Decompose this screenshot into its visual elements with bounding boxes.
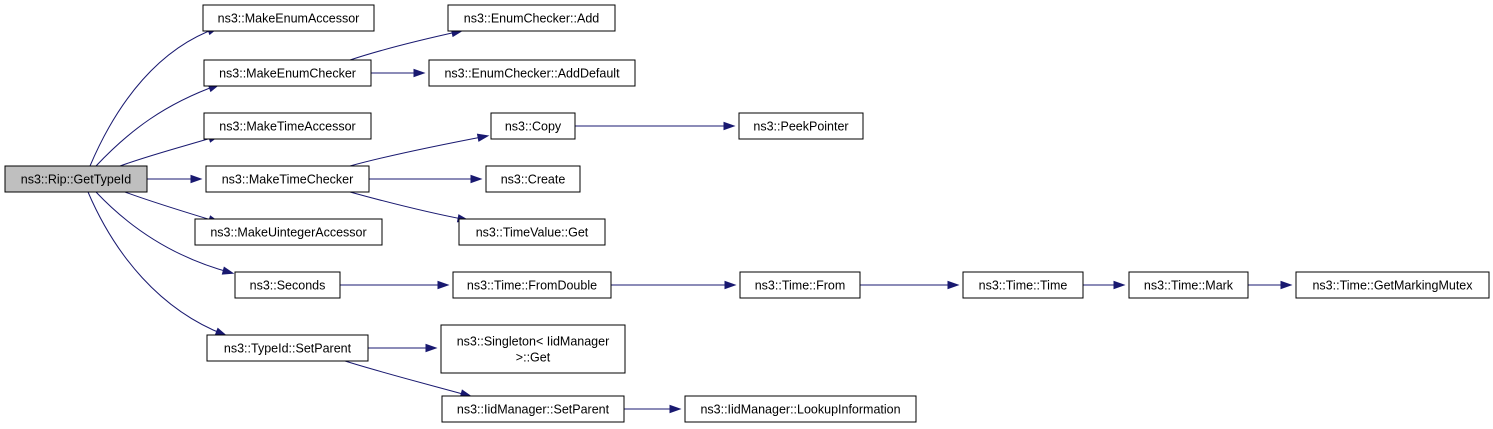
node-timeValGet[interactable]: ns3::TimeValue::Get [458, 218, 606, 246]
edge-fromDouble-to-timeFrom-arrowhead [724, 280, 737, 290]
edge-root-to-mkEnumChk [95, 84, 219, 167]
edge-timeTime-to-timeMark-arrowhead [1113, 280, 1126, 290]
node-box [738, 112, 864, 140]
node-iidSetParent[interactable]: ns3::IidManager::SetParent [441, 395, 625, 423]
edge-mkEnumChk-to-enumAddDef-arrowhead [413, 68, 426, 78]
node-label: ns3::Time::Time [979, 279, 1068, 293]
node-label: ns3::MakeTimeAccessor [219, 120, 355, 134]
node-mkEnumAcc[interactable]: ns3::MakeEnumAccessor [202, 4, 375, 32]
edge-mkTimeChk-to-copy-arrowhead [476, 133, 490, 142]
node-label: ns3::Copy [505, 120, 562, 134]
node-box [490, 112, 576, 140]
node-box [684, 395, 917, 423]
node-label: ns3::IidManager::SetParent [457, 403, 610, 417]
node-label: >::Get [516, 351, 551, 365]
edge-root-to-seconds-arrowhead [221, 266, 235, 275]
node-box [458, 218, 606, 246]
edge-iidSetParent-to-iidLookup-arrowhead [669, 404, 682, 414]
node-peek[interactable]: ns3::PeekPointer [738, 112, 864, 140]
node-box [440, 324, 626, 374]
node-iidLookup[interactable]: ns3::IidManager::LookupInformation [684, 395, 917, 423]
node-label: ns3::MakeEnumAccessor [218, 12, 360, 26]
edge-seconds-to-fromDouble-arrowhead [437, 280, 450, 290]
edge-root-to-mkTimeAcc [119, 135, 219, 167]
node-timeMark[interactable]: ns3::Time::Mark [1128, 271, 1249, 299]
node-label: ns3::EnumChecker::Add [464, 12, 600, 26]
node-enumAdd[interactable]: ns3::EnumChecker::Add [447, 4, 616, 32]
node-box [203, 59, 372, 87]
edge-root-to-seconds [95, 191, 233, 274]
node-box [206, 334, 369, 362]
node-timeTime[interactable]: ns3::Time::Time [962, 271, 1084, 299]
node-label: ns3::TimeValue::Get [476, 226, 589, 240]
node-box [1295, 271, 1490, 299]
node-box [447, 4, 616, 32]
node-box [739, 271, 861, 299]
node-box [202, 4, 375, 32]
node-label: ns3::MakeEnumChecker [219, 67, 356, 81]
node-label: ns3::MakeTimeChecker [222, 173, 354, 187]
node-root[interactable]: ns3::Rip::GetTypeId [4, 165, 148, 193]
node-label: ns3::Singleton< IidManager [457, 335, 610, 349]
node-label: ns3::Time::FromDouble [467, 279, 597, 293]
call-nodes: ns3::Rip::GetTypeId ns3::MakeEnumAccessor… [4, 4, 1490, 423]
edge-mkTimeChk-to-create-arrowhead [470, 174, 483, 184]
node-label: ns3::Create [501, 173, 566, 187]
edge-mkEnumChk-to-enumAdd [349, 30, 462, 61]
node-enumAddDef[interactable]: ns3::EnumChecker::AddDefault [428, 59, 636, 87]
node-mkUintAcc[interactable]: ns3::MakeUintegerAccessor [194, 218, 383, 246]
node-fromDouble[interactable]: ns3::Time::FromDouble [452, 271, 612, 299]
node-label: ns3::Time::Mark [1144, 279, 1234, 293]
node-box [203, 112, 372, 140]
node-label: ns3::PeekPointer [753, 120, 848, 134]
edge-mkTimeChk-to-timeValGet [349, 191, 468, 221]
node-mkTimeAcc[interactable]: ns3::MakeTimeAccessor [203, 112, 372, 140]
node-box [962, 271, 1084, 299]
node-markMutex[interactable]: ns3::Time::GetMarkingMutex [1295, 271, 1490, 299]
node-label: ns3::IidManager::LookupInformation [700, 403, 900, 417]
node-box [428, 59, 636, 87]
node-box [205, 165, 370, 193]
node-mkEnumChk[interactable]: ns3::MakeEnumChecker [203, 59, 372, 87]
node-label: ns3::EnumChecker::AddDefault [444, 67, 620, 81]
edge-setParent-to-singletonGet-arrowhead [425, 343, 438, 353]
node-box [1128, 271, 1249, 299]
edge-root-to-setParent-arrowhead [214, 327, 228, 336]
node-label: ns3::Seconds [250, 279, 326, 293]
node-timeFrom[interactable]: ns3::Time::From [739, 271, 861, 299]
node-seconds[interactable]: ns3::Seconds [234, 271, 341, 299]
edge-copy-to-peek-arrowhead [723, 121, 736, 131]
node-label: ns3::Time::GetMarkingMutex [1312, 279, 1473, 293]
node-label: ns3::TypeId::SetParent [224, 342, 352, 356]
node-box [234, 271, 341, 299]
node-copy[interactable]: ns3::Copy [490, 112, 576, 140]
node-box [194, 218, 383, 246]
node-singletonGet[interactable]: ns3::Singleton< IidManager>::Get [440, 324, 626, 374]
edge-timeMark-to-markMutex-arrowhead [1280, 280, 1293, 290]
node-mkTimeChk[interactable]: ns3::MakeTimeChecker [205, 165, 370, 193]
node-box [441, 395, 625, 423]
node-box [4, 165, 148, 193]
node-create[interactable]: ns3::Create [485, 165, 581, 193]
edge-root-to-setParent [87, 191, 226, 336]
node-box [485, 165, 581, 193]
node-label: ns3::Rip::GetTypeId [21, 173, 132, 187]
node-setParent[interactable]: ns3::TypeId::SetParent [206, 334, 369, 362]
edge-root-to-mkTimeChk-arrowhead [190, 174, 203, 184]
edge-timeFrom-to-timeTime-arrowhead [947, 280, 960, 290]
node-label: ns3::MakeUintegerAccessor [210, 226, 366, 240]
edge-mkTimeChk-to-copy [349, 135, 488, 167]
edge-setParent-to-iidSetParent [344, 360, 471, 397]
node-label: ns3::Time::From [755, 279, 846, 293]
node-box [452, 271, 612, 299]
edge-root-to-mkUintAcc [124, 191, 219, 223]
edge-root-to-mkEnumAcc [89, 27, 218, 167]
